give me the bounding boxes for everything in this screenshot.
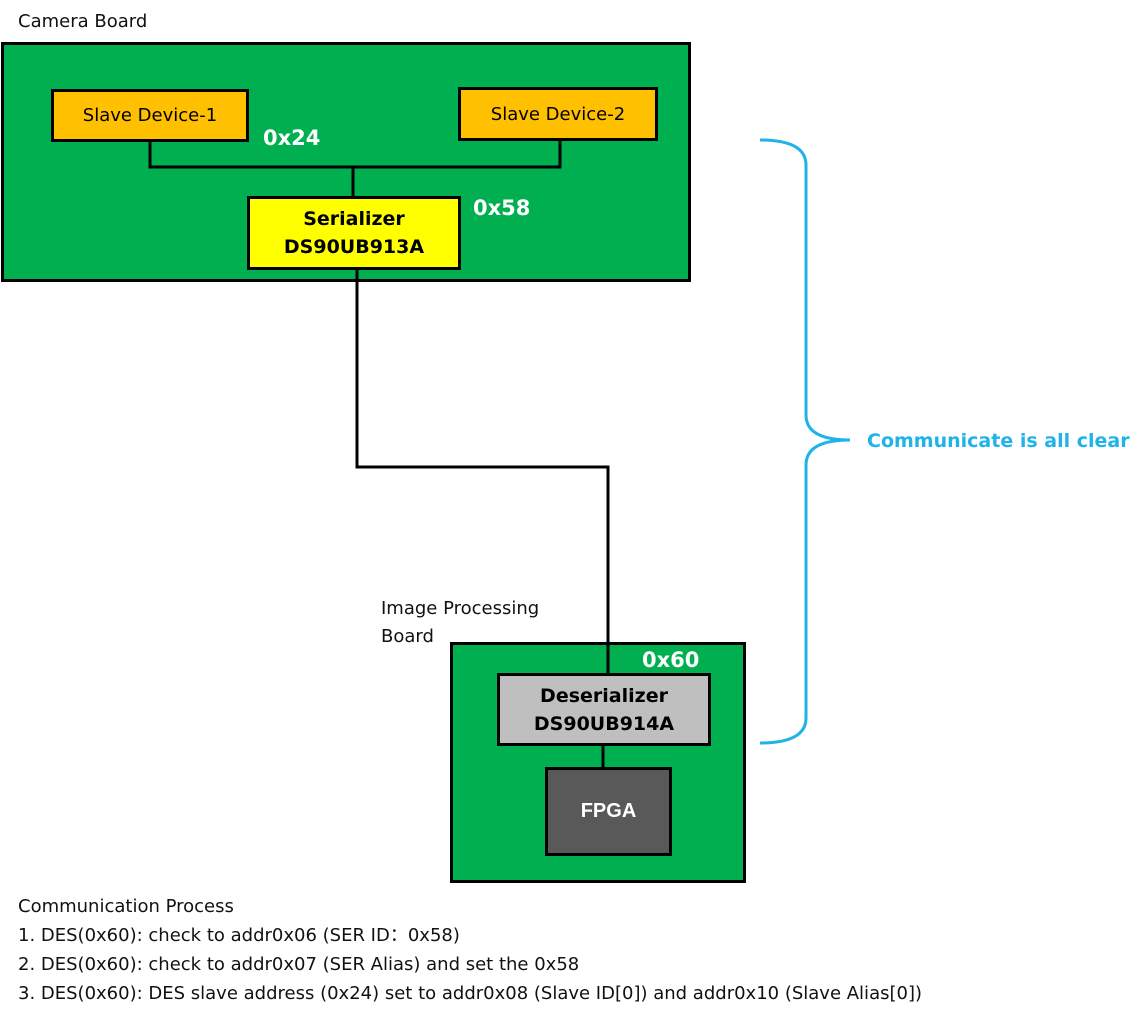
image-board-label-line1: Image Processing: [381, 598, 540, 619]
serializer-name: Serializer: [303, 208, 405, 230]
ser-des-link-line: [355, 268, 610, 674]
process-step-2: 2. DES(0x60): check to addr0x07 (SER Ali…: [18, 954, 580, 975]
slave-device-2-label: Slave Device-2: [490, 103, 626, 125]
deserializer-part: DS90UB914A: [533, 712, 675, 735]
fpga-chip: FPGA: [545, 767, 672, 856]
image-board-label: Image Processing Board: [381, 595, 539, 651]
serializer-chip: Serializer DS90UB913A: [247, 196, 461, 270]
fpga-label: FPGA: [580, 800, 637, 822]
slave-address: 0x24: [263, 126, 321, 150]
serializer-part: DS90UB913A: [283, 236, 425, 258]
slave-bus-line: [148, 138, 562, 169]
brace-label: Communicate is all clear: [867, 430, 1130, 452]
deserializer-address: 0x60: [642, 648, 700, 672]
camera-board-label: Camera Board: [18, 11, 148, 32]
process-step-3: 3. DES(0x60): DES slave address (0x24) s…: [18, 983, 922, 1004]
communication-process: Communication Process 1. DES(0x60): chec…: [18, 892, 922, 1008]
process-title: Communication Process: [18, 896, 234, 917]
right-brace-shape: [759, 138, 851, 745]
slave-device-1: Slave Device-1: [51, 89, 249, 142]
image-board-label-line2: Board: [381, 626, 434, 647]
camera-board: [1, 42, 691, 282]
deserializer-name: Deserializer: [540, 684, 668, 707]
process-step-1: 1. DES(0x60): check to addr0x06 (SER ID：…: [18, 925, 460, 946]
serializer-address: 0x58: [473, 196, 531, 220]
slave-device-2: Slave Device-2: [458, 87, 658, 141]
deserializer-chip: Deserializer DS90UB914A: [497, 673, 711, 746]
slave-device-1-label: Slave Device-1: [82, 105, 218, 126]
